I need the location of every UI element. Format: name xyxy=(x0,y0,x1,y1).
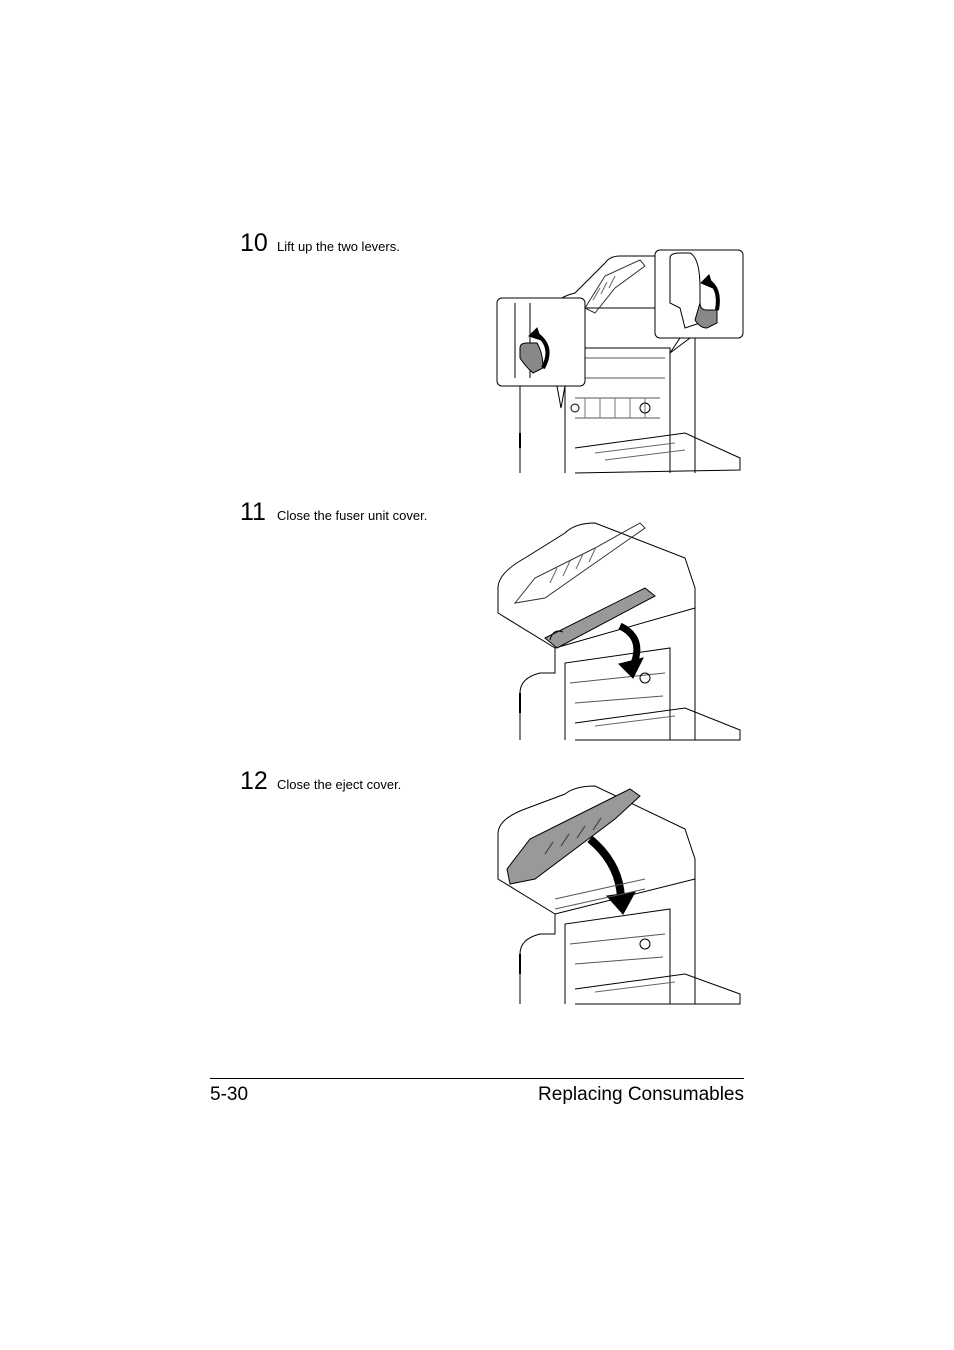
step-instruction: Close the fuser unit cover. xyxy=(277,508,428,523)
step-instruction: Close the eject cover. xyxy=(277,777,402,792)
footer-divider xyxy=(210,1078,744,1079)
page-number: 5-30 xyxy=(210,1084,249,1105)
section-title: Replacing Consumables xyxy=(538,1084,744,1105)
step-number: 11 xyxy=(240,498,266,526)
illustration-close-eject-cover xyxy=(495,784,745,1008)
step-instruction: Lift up the two levers. xyxy=(277,239,400,254)
step-number: 10 xyxy=(240,229,268,257)
illustration-lift-levers xyxy=(495,248,745,476)
illustration-close-fuser-cover xyxy=(495,518,745,744)
step-number: 12 xyxy=(240,767,268,795)
